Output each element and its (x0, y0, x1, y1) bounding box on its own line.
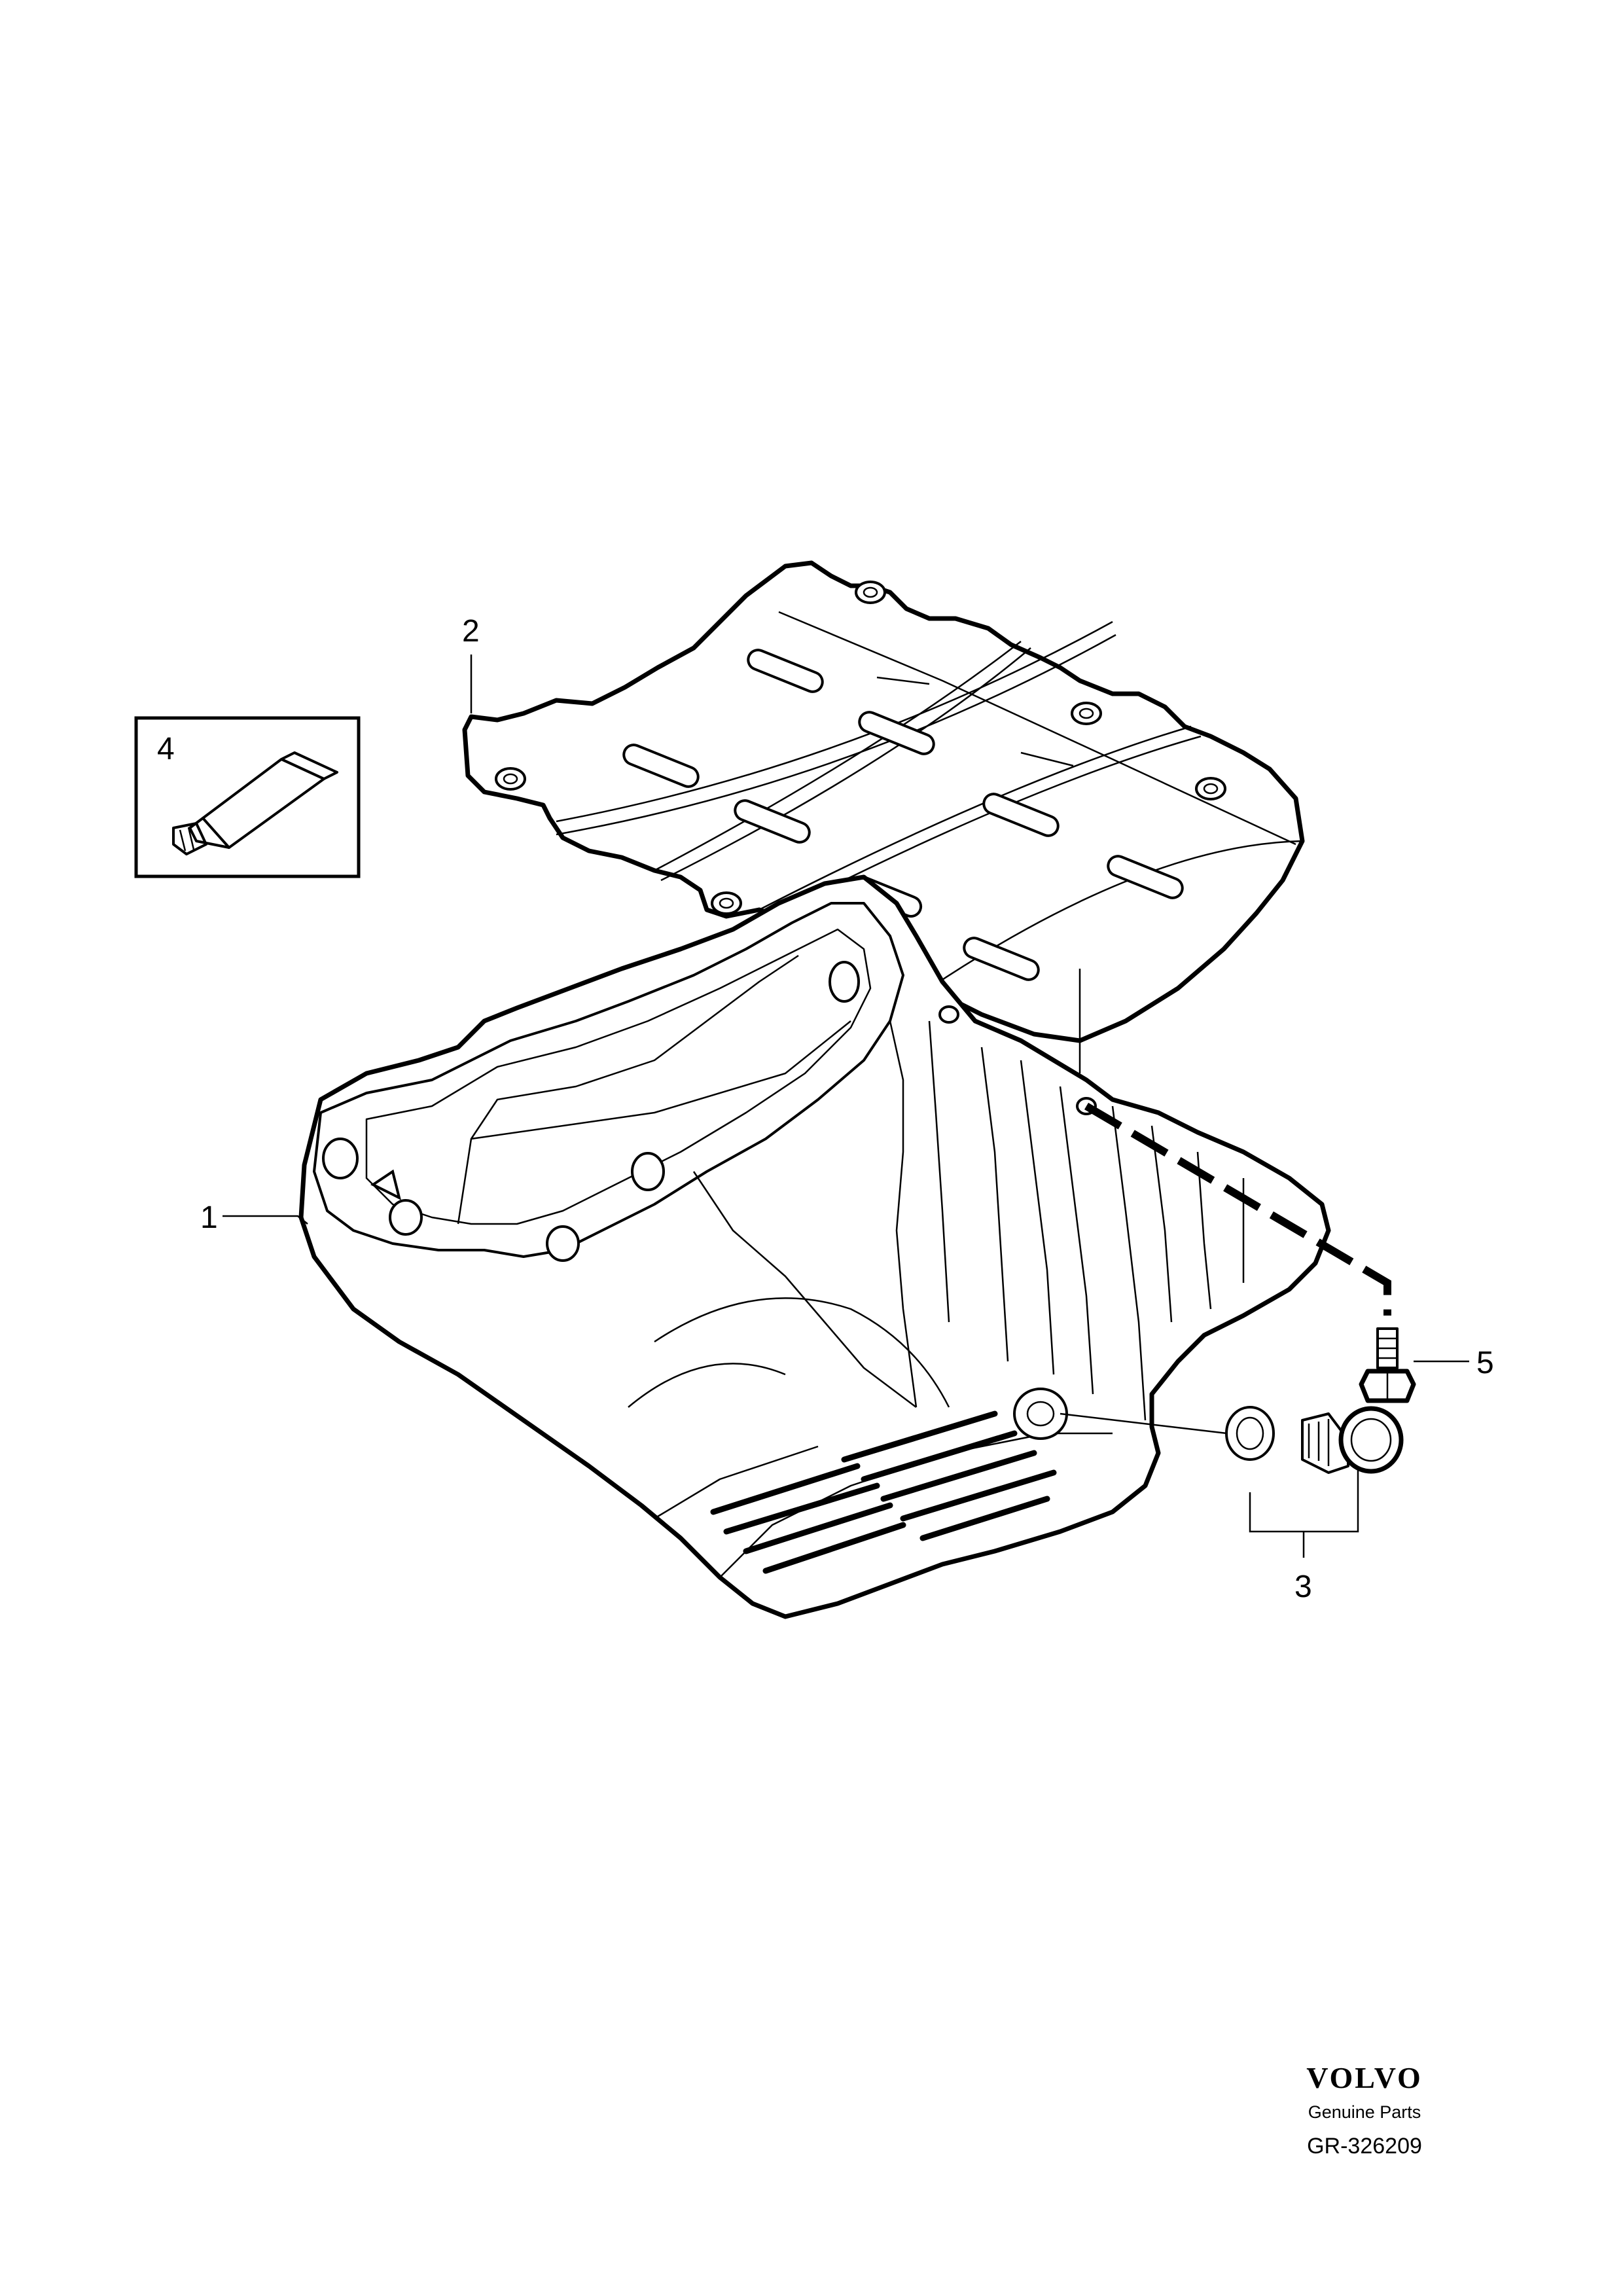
leader-lines (223, 655, 1469, 1558)
callout-3: 3 (1294, 1570, 1312, 1604)
bolt (1359, 1327, 1416, 1403)
callout-5: 5 (1476, 1346, 1494, 1380)
callout-2: 2 (462, 614, 480, 649)
brand-tagline: Genuine Parts (1308, 2102, 1421, 2122)
oil-baffle-plate (462, 560, 1305, 1043)
brand-logo: VOLVO (1306, 2061, 1423, 2094)
drain-plug-assembly (1225, 1406, 1404, 1474)
diagram-code: GR-326209 (1307, 2134, 1422, 2159)
callout-4: 4 (157, 732, 175, 766)
oil-pan (298, 874, 1391, 1619)
sealant-tube-box (134, 716, 361, 878)
callout-1: 1 (200, 1200, 218, 1235)
